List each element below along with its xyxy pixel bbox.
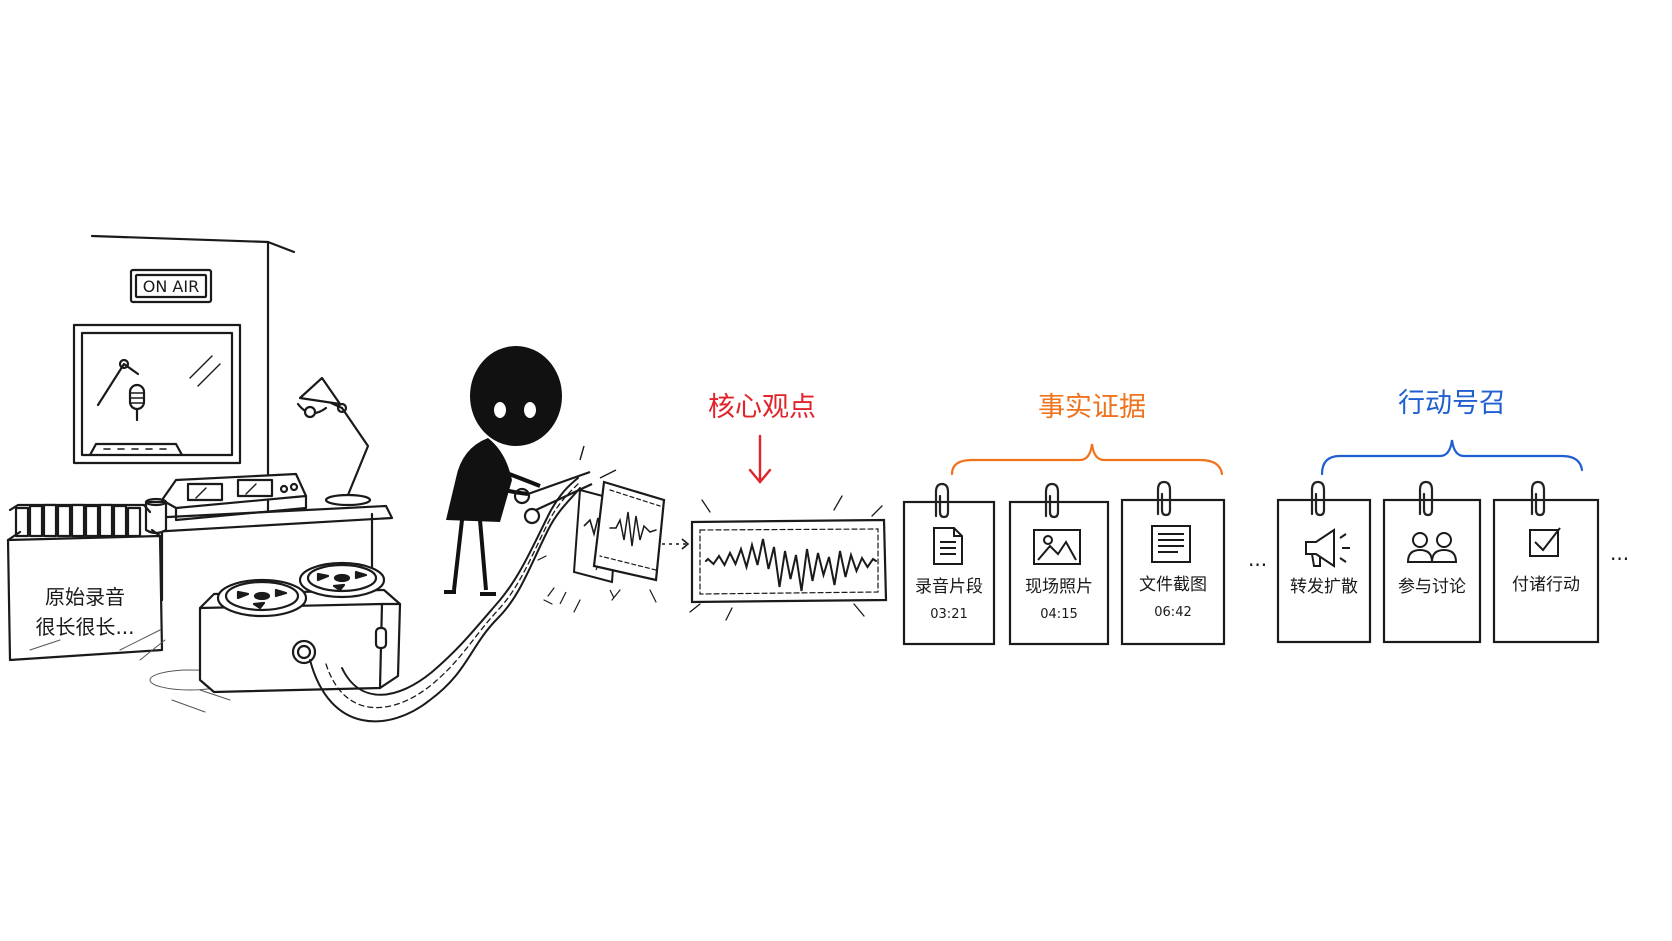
card-timestamp: 03:21	[930, 607, 967, 622]
microphone-icon	[128, 383, 146, 411]
on-air-sign	[129, 268, 213, 304]
desk	[144, 376, 394, 602]
action-card: 参与讨论	[1382, 480, 1482, 644]
cutting-figure	[444, 346, 562, 596]
evidence-ellipsis: ...	[1248, 547, 1267, 571]
studio-room	[6, 234, 402, 713]
action-label: 行动号召	[1398, 388, 1506, 419]
evidence-card: 录音片段 03:21	[902, 482, 996, 646]
evidence-brace	[950, 443, 1224, 476]
waveform-icon	[705, 538, 877, 592]
action-ellipsis: ...	[1610, 541, 1629, 565]
evidence-label: 事实证据	[1038, 392, 1146, 423]
card-title: 现场照片	[1025, 577, 1093, 597]
mixer-console	[160, 472, 308, 522]
archive-box	[6, 503, 164, 662]
archive-box-text-2: 很长很长...	[35, 615, 134, 639]
card-title: 文件截图	[1139, 575, 1207, 595]
coffee-mug	[144, 497, 168, 535]
on-air-sign-text: ON AIR	[143, 277, 199, 296]
list-document-icon	[1151, 525, 1191, 563]
document-icon	[933, 527, 963, 565]
action-card: 转发扩散	[1276, 480, 1372, 644]
card-title: 参与讨论	[1398, 577, 1466, 597]
card-timestamp: 04:15	[1040, 607, 1077, 622]
action-card: 付诸行动	[1492, 480, 1600, 644]
card-title: 录音片段	[915, 577, 983, 597]
people-icon	[1406, 532, 1458, 563]
card-timestamp: 06:42	[1154, 605, 1191, 620]
card-title: 付诸行动	[1512, 575, 1580, 595]
desk-lamp-icon	[296, 376, 372, 507]
core-waveform-clip	[689, 495, 888, 621]
card-title: 转发扩散	[1290, 577, 1358, 597]
photo-icon	[1033, 529, 1081, 565]
waveform-tape-piece	[573, 480, 666, 613]
core-point-label: 核心观点	[708, 392, 816, 423]
reel-to-reel-recorder	[149, 561, 402, 694]
studio-window	[72, 323, 242, 465]
action-brace	[1320, 439, 1584, 476]
core-point-group: 核心观点	[689, 392, 888, 621]
action-group: 行动号召 转发扩散 参与讨论	[1276, 388, 1629, 644]
evidence-group: 事实证据 录音片段 03:21 现场照片 04:15	[902, 392, 1267, 646]
archive-box-text: 原始录音	[45, 585, 125, 609]
megaphone-icon	[1305, 528, 1350, 568]
evidence-card: 文件截图 06:42	[1120, 480, 1226, 646]
checkbox-icon	[1529, 527, 1561, 557]
evidence-card: 现场照片 04:15	[1008, 482, 1110, 646]
audio-tape-ribbon	[309, 477, 581, 723]
